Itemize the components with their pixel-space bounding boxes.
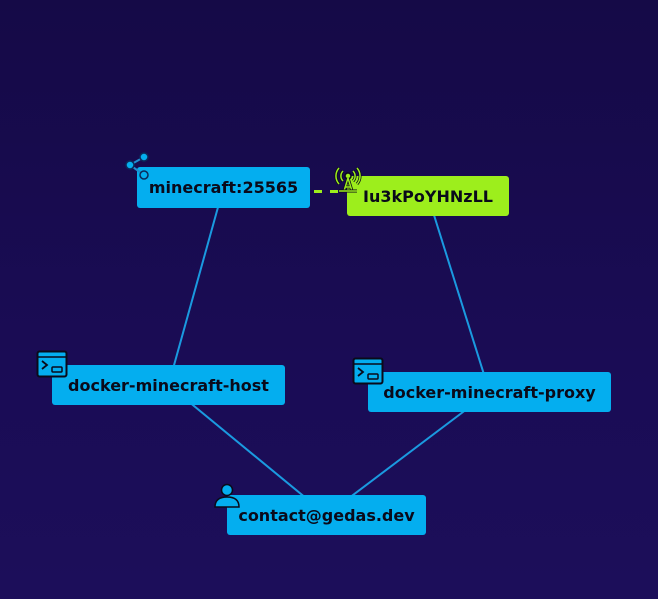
edge-host-contact [167,384,328,516]
node-label: Iu3kPoYHNzLL [363,186,493,206]
share-icon [125,152,149,180]
node-label: docker-minecraft-proxy [383,382,596,402]
node-contact[interactable]: contact@gedas.dev [214,483,426,535]
antenna-icon [334,167,362,193]
node-label: contact@gedas.dev [238,505,415,525]
node-minecraft-port[interactable]: minecraft:25565 [125,152,310,208]
node-key[interactable]: Iu3kPoYHNzLL [334,167,509,216]
person-icon [214,483,240,508]
edge-key-proxy [427,195,491,393]
edge-minecraft-host [167,187,225,386]
node-label: docker-minecraft-host [68,375,269,395]
node-docker-minecraft-host[interactable]: docker-minecraft-host [36,350,285,405]
node-docker-minecraft-proxy[interactable]: docker-minecraft-proxy [352,357,611,412]
edge-proxy-contact [325,391,491,516]
terminal-icon [36,350,68,378]
node-label: minecraft:25565 [148,178,299,197]
terminal-icon [352,357,384,385]
